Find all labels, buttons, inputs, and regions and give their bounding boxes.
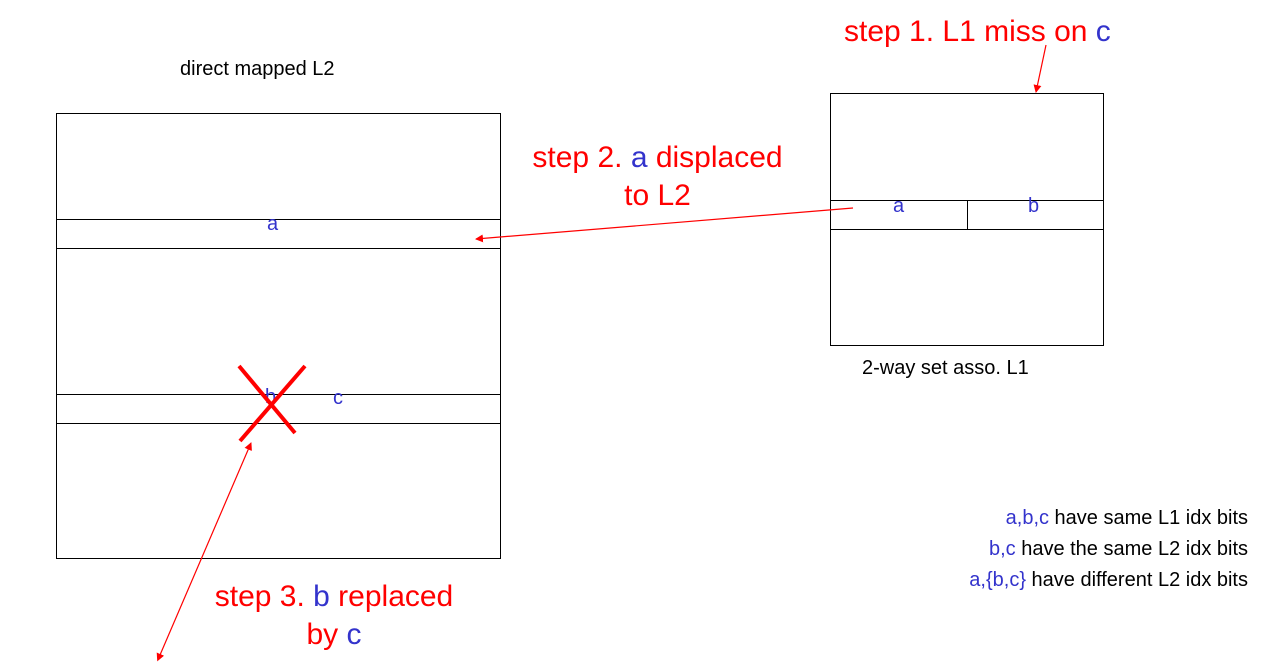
l1-caption: 2-way set asso. L1 <box>862 357 1029 379</box>
step3-line2-var: c <box>346 617 362 651</box>
step2-arrow <box>475 207 854 243</box>
l1-way-divider <box>967 200 968 229</box>
step3-arrow <box>156 442 252 662</box>
l2-cache-box <box>56 113 501 559</box>
step3-suffix: replaced <box>329 580 454 613</box>
l1-way1-b: b <box>1028 195 1040 217</box>
index-bit-notes: a,b,c have same L1 idx bits b,c have the… <box>969 503 1248 596</box>
step2-line2: to L2 <box>624 178 691 212</box>
note-2: b,c have the same L2 idx bits <box>969 534 1248 565</box>
l2-entry-b: b <box>265 386 277 408</box>
note-1: a,b,c have same L1 idx bits <box>969 503 1248 534</box>
l2-line-bc-bottom <box>56 423 501 424</box>
l1-set-bottom <box>830 229 1104 230</box>
note-3-text: have different L2 idx bits <box>1026 569 1248 591</box>
step1-text: step 1. L1 miss on <box>844 15 1096 48</box>
step1-var: c <box>1095 15 1111 48</box>
step2-label: step 2. a displaced to L2 <box>520 139 795 214</box>
step2-suffix: displaced <box>647 141 783 174</box>
step1-label: step 1. L1 miss on c <box>844 13 1111 51</box>
note-2-text: have the same L2 idx bits <box>1015 538 1248 560</box>
l2-entry-a: a <box>267 213 279 235</box>
step2-text: step 2. <box>532 141 631 174</box>
note-3: a,{b,c} have different L2 idx bits <box>969 565 1248 596</box>
note-1-vars: a,b,c <box>1005 507 1049 529</box>
l2-title: direct mapped L2 <box>180 58 335 80</box>
note-1-text: have same L1 idx bits <box>1049 507 1248 529</box>
l2-line-a-bottom <box>56 248 501 249</box>
l2-line-a-top <box>56 219 501 220</box>
replaced-x-mark <box>237 364 307 443</box>
l1-cache-box <box>830 93 1104 346</box>
note-2-vars: b,c <box>988 538 1016 560</box>
l1-way0-a: a <box>893 195 905 217</box>
note-3-vars: a,{b,c} <box>969 569 1026 591</box>
l2-entry-c: c <box>333 387 343 409</box>
step3-var: b <box>313 580 330 613</box>
step3-line2-text: by <box>306 617 347 651</box>
step2-var: a <box>630 141 648 174</box>
step1-arrow <box>1033 44 1047 93</box>
